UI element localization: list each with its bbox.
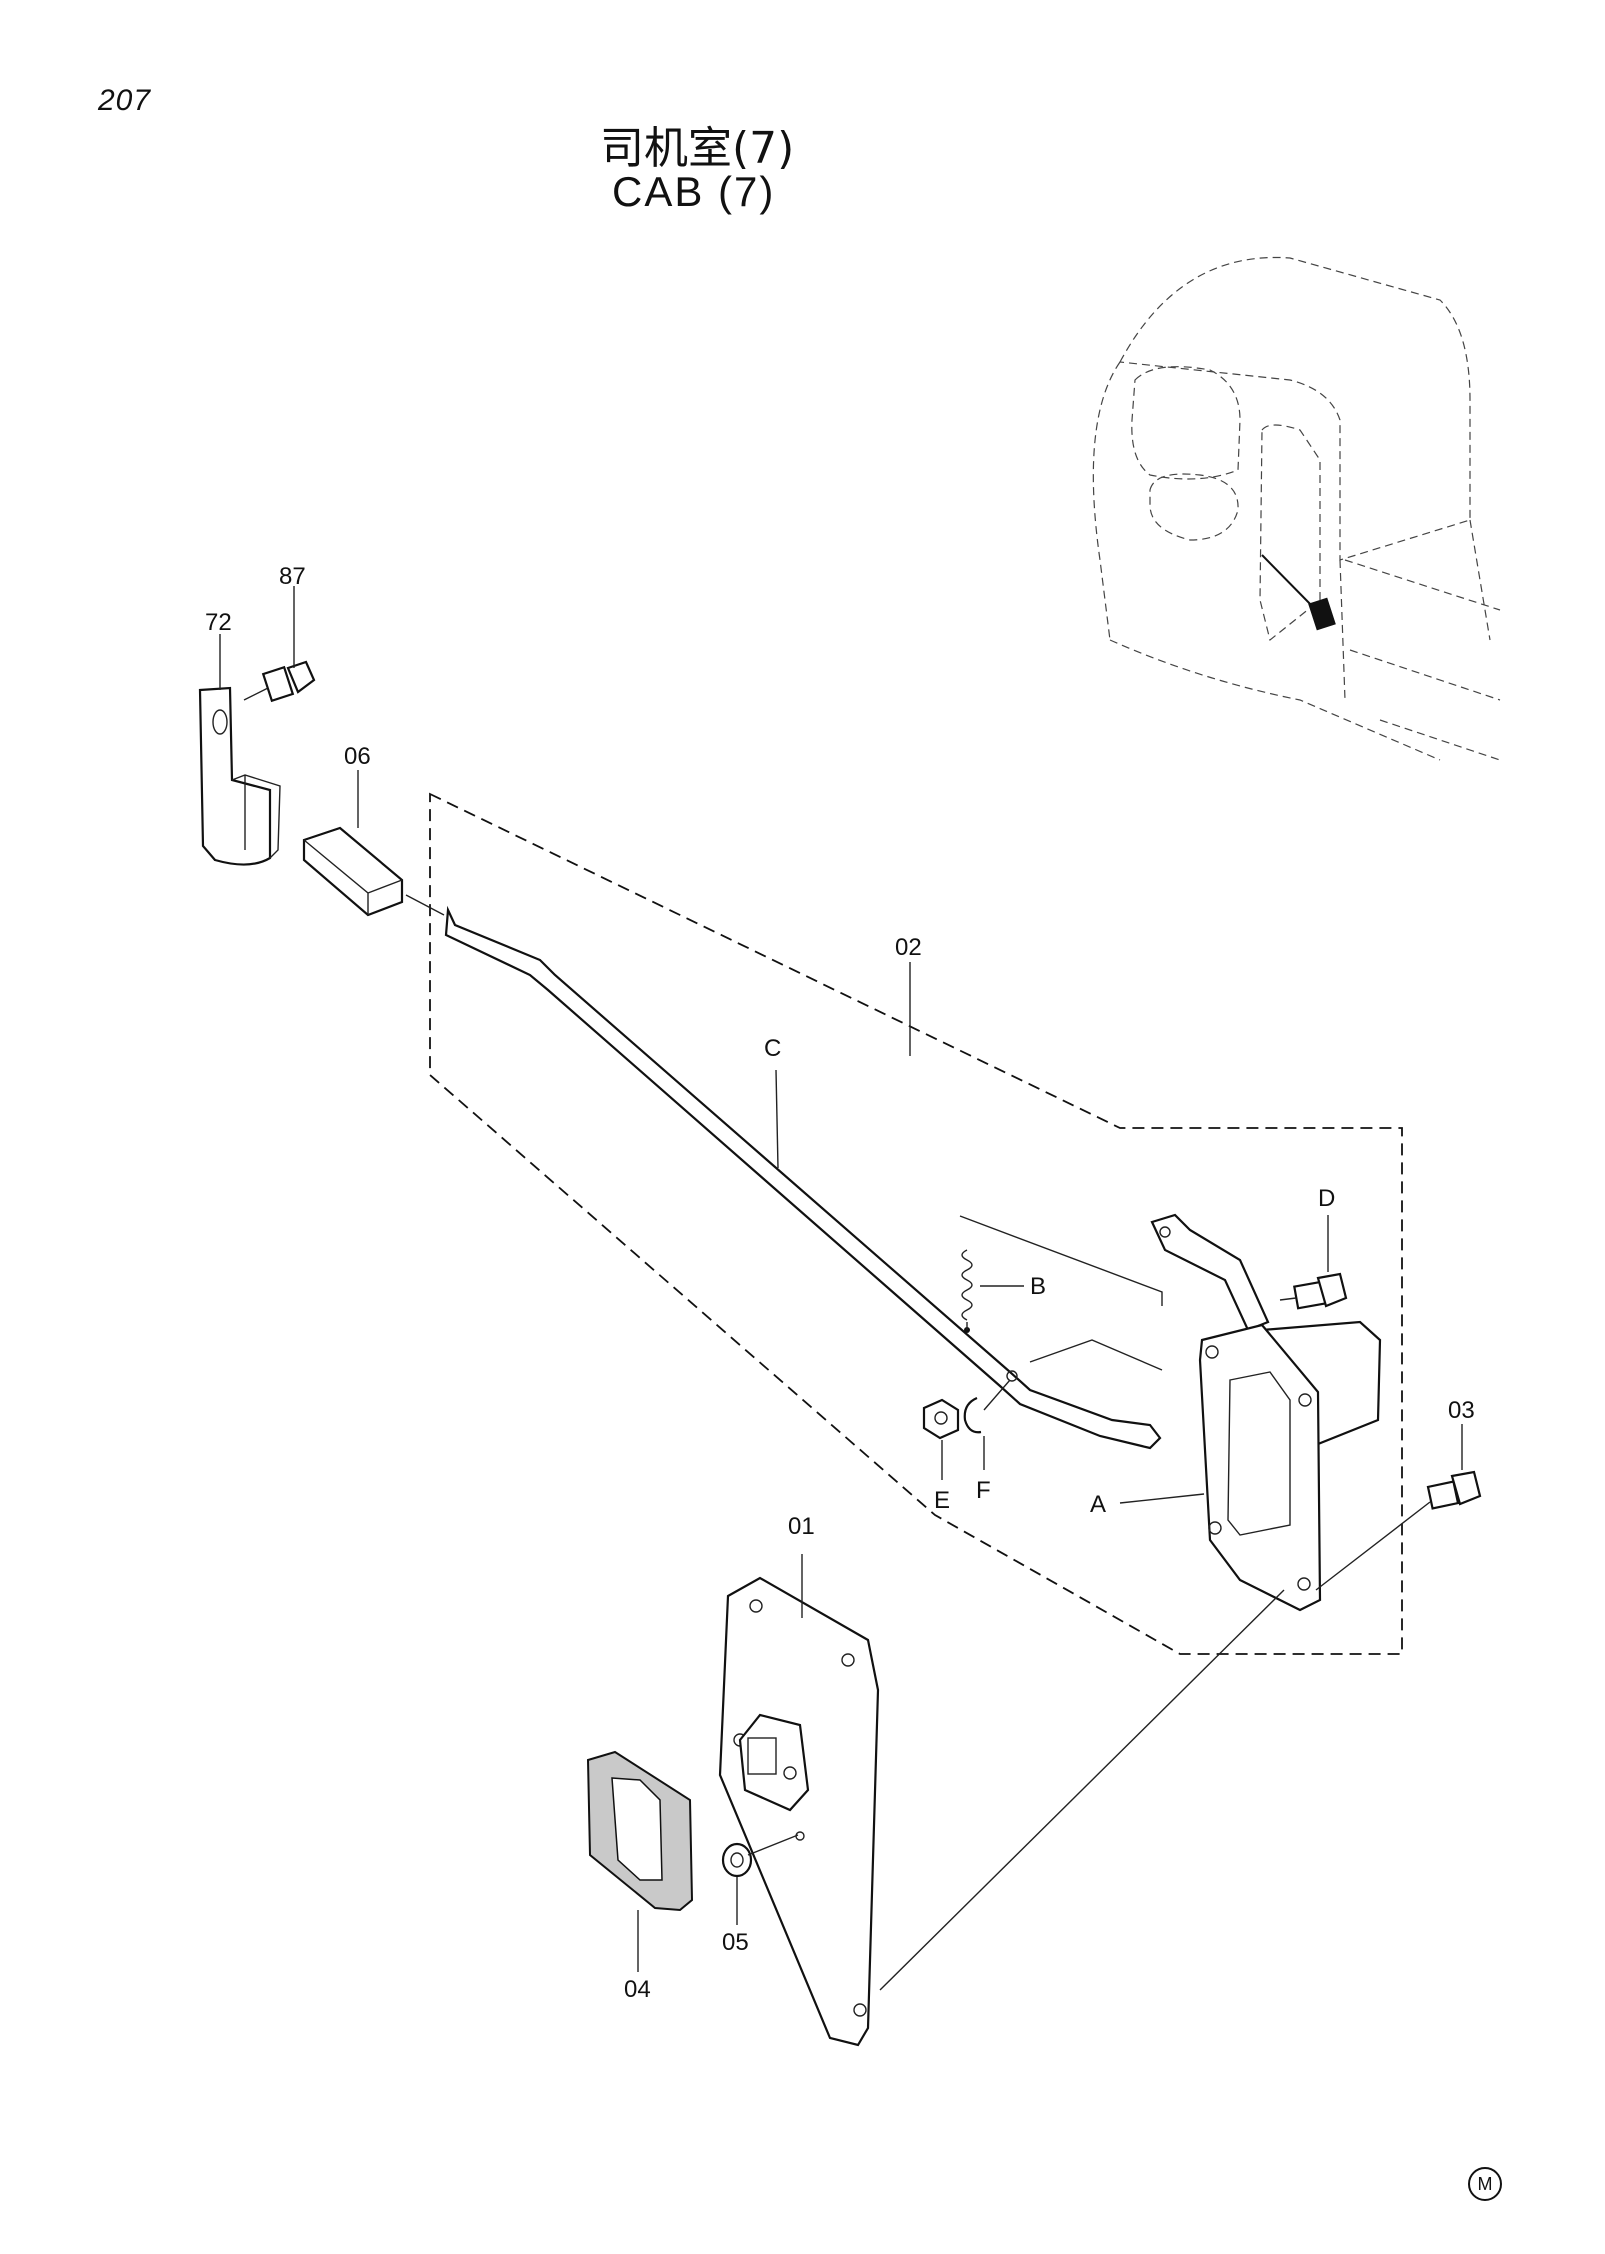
bracket-part-72	[198, 686, 281, 866]
callout-05: 05	[722, 1929, 749, 1956]
title-english: CAB (7)	[612, 168, 776, 215]
title-chinese: 司机室(7)	[600, 123, 795, 174]
callout-C: C	[764, 1035, 781, 1062]
bolt-part-87	[243, 660, 316, 703]
washer-part-F	[963, 1379, 1011, 1434]
callout-A: A	[1090, 1491, 1106, 1518]
cab-overview-illustration	[1092, 256, 1501, 761]
page-number: 207	[98, 84, 152, 117]
footer-marker-icon: M	[1468, 2167, 1502, 2201]
callout-02: 02	[895, 934, 922, 961]
callout-72: 72	[205, 609, 232, 636]
spring-part-B	[961, 1249, 973, 1330]
bolt-part-D	[1279, 1272, 1348, 1310]
callout-B: B	[1030, 1273, 1046, 1300]
callout-F: F	[976, 1477, 991, 1504]
bolt-part-03	[1315, 1470, 1482, 1591]
lever-rod-part-C	[444, 905, 1162, 1450]
callout-87: 87	[279, 563, 306, 590]
callout-03: 03	[1448, 1397, 1475, 1424]
cab-handle-rod-mark	[1261, 554, 1319, 613]
lock-plate-part-01	[718, 1576, 1285, 2047]
leader-lines	[219, 586, 1463, 1972]
cab-handle-mark	[1308, 597, 1336, 631]
callout-E: E	[934, 1487, 950, 1514]
rubber-block-part-06	[302, 826, 445, 917]
cover-part-04	[586, 1750, 694, 1912]
callout-04: 04	[624, 1976, 651, 2003]
callout-06: 06	[344, 743, 371, 770]
callout-D: D	[1318, 1185, 1335, 1212]
handle-housing-part-A	[959, 1213, 1382, 1612]
nut-part-05	[721, 1834, 799, 1878]
callout-01: 01	[788, 1513, 815, 1540]
nut-part-E	[922, 1398, 960, 1440]
